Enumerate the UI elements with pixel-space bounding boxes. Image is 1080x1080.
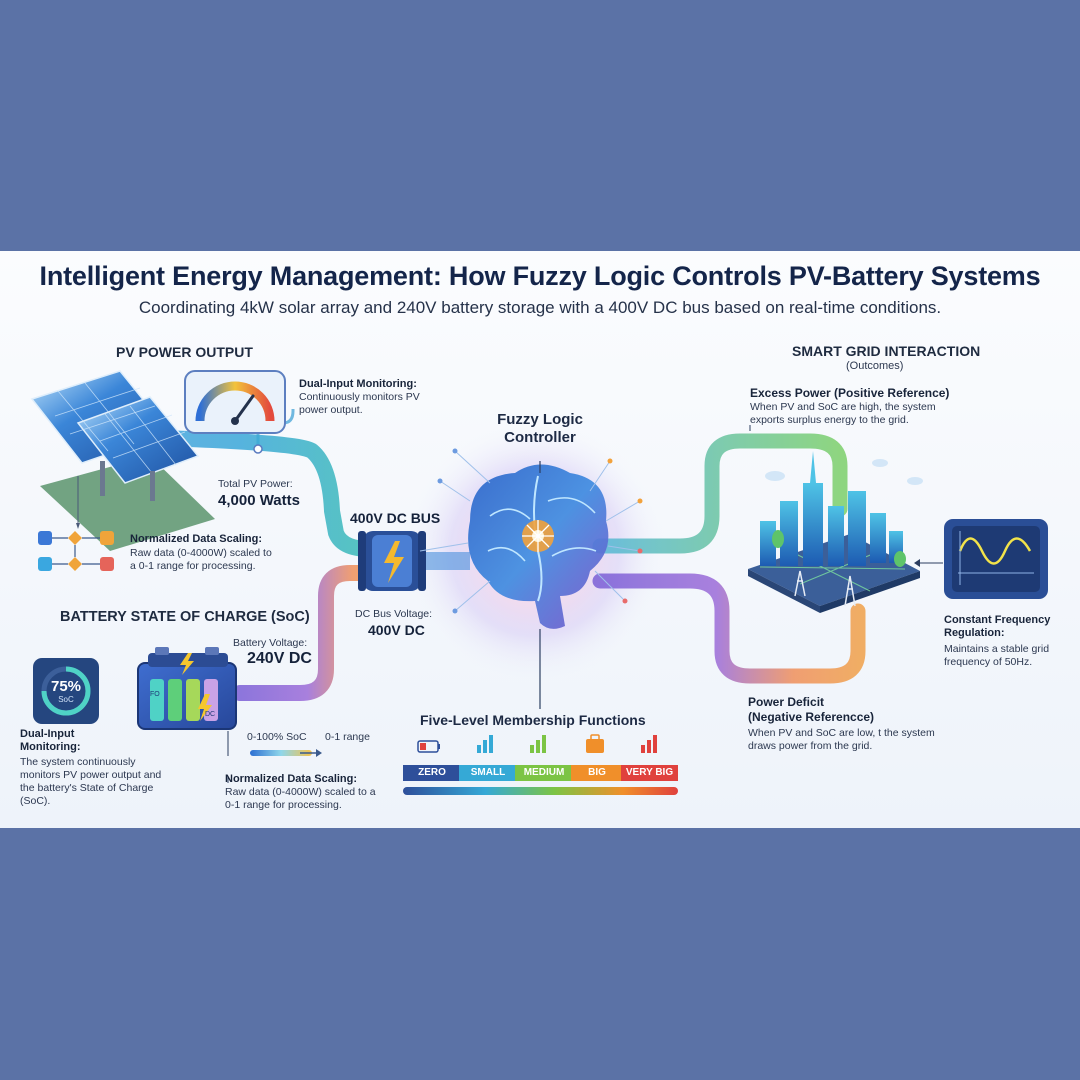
pv-monitor-title: Dual-Input Monitoring: bbox=[299, 378, 417, 390]
pv-total-label: Total PV Power: bbox=[218, 478, 293, 490]
membership-level-medium: MEDIUM bbox=[515, 765, 573, 781]
battery-cell-label-2: DC bbox=[205, 711, 216, 718]
pv-scaling-title: Normalized Data Scaling: bbox=[130, 533, 263, 545]
infographic-panel: Intelligent Energy Management: How Fuzzy… bbox=[0, 251, 1080, 828]
membership-icons bbox=[417, 734, 657, 753]
grid-heading: SMART GRID INTERACTION bbox=[792, 343, 981, 359]
range-to: 0-1 range bbox=[325, 731, 370, 743]
controller-label: Fuzzy Logic Controller bbox=[490, 411, 590, 447]
excess-text: When PV and SoC are high, the system exp… bbox=[750, 401, 936, 426]
membership-level-big: BIG bbox=[571, 765, 623, 781]
battery-voltage-label: Battery Voltage: bbox=[233, 637, 308, 649]
smart-city-graphic bbox=[748, 451, 923, 613]
battery-pipe bbox=[232, 565, 398, 701]
pv-monitor-text: Continuously monitors PV power output. bbox=[299, 391, 420, 416]
diagram-graphics bbox=[30, 370, 1048, 795]
grid-subheading: (Outcomes) bbox=[846, 360, 904, 372]
battery-cell-label-1: FO bbox=[150, 691, 160, 698]
soc-badge bbox=[33, 658, 99, 724]
membership-level-zero: ZERO bbox=[403, 765, 461, 781]
dc-bus-voltage-value: 400V DC bbox=[368, 622, 425, 638]
range-gradient-bar bbox=[250, 750, 312, 756]
dc-bus-label: 400V DC BUS bbox=[350, 510, 441, 526]
membership-level-small: SMALL bbox=[459, 765, 517, 781]
battery-voltage-value: 240V DC bbox=[247, 650, 312, 667]
controller-label-line2: Controller bbox=[504, 429, 576, 446]
brain-graphic bbox=[419, 448, 643, 709]
pv-pipe-main bbox=[87, 428, 398, 557]
dc-bus-connector bbox=[358, 531, 426, 591]
pv-scaling-text: Raw data (0-4000W) scaled to a 0-1 range… bbox=[130, 547, 272, 572]
membership-heading: Five-Level Membership Functions bbox=[420, 712, 646, 728]
range-from: 0-100% SoC bbox=[247, 731, 307, 743]
excess-title: Excess Power (Positive Reference) bbox=[750, 386, 950, 400]
data-scaling-icons bbox=[38, 531, 114, 571]
pv-gauge bbox=[184, 370, 286, 454]
battery-scaling-title: Normalized Data Scaling: bbox=[225, 773, 358, 785]
battery-scaling-text: Raw data (0-4000W) scaled to a 0-1 range… bbox=[225, 786, 376, 811]
soc-value: 75% bbox=[50, 678, 82, 695]
page-subtitle: Coordinating 4kW solar array and 240V ba… bbox=[138, 298, 942, 317]
soc-label: SoC bbox=[58, 695, 74, 704]
freq-title-2: Regulation: bbox=[944, 627, 1005, 639]
membership-gradient-bar bbox=[403, 787, 678, 795]
battery-monitor-text: The system continuously monitors PV powe… bbox=[20, 756, 162, 807]
deficit-pipe bbox=[592, 573, 866, 684]
battery-heading: BATTERY STATE OF CHARGE (SoC) bbox=[60, 609, 310, 625]
controller-label-line1: Fuzzy Logic bbox=[497, 411, 583, 428]
pv-heading: PV POWER OUTPUT bbox=[116, 344, 253, 360]
membership-level-very-big: VERY BIG bbox=[621, 765, 678, 781]
page-title: Intelligent Energy Management: How Fuzzy… bbox=[39, 261, 1041, 291]
dc-bus-voltage-label: DC Bus Voltage: bbox=[355, 608, 433, 620]
excess-pipe bbox=[592, 433, 848, 554]
deficit-text: When PV and SoC are low, t the system dr… bbox=[748, 727, 935, 752]
battery-monitor-title-2: Monitoring: bbox=[20, 741, 81, 753]
deficit-title-1: Power Deficit bbox=[748, 695, 825, 709]
deficit-title-2: (Negative Referencce) bbox=[748, 710, 875, 724]
pv-total-value: 4,000 Watts bbox=[218, 492, 300, 509]
freq-title-1: Constant Frequency bbox=[944, 614, 1051, 626]
battery-graphic bbox=[137, 647, 237, 783]
frequency-monitor bbox=[914, 519, 1048, 599]
freq-text: Maintains a stable grid frequency of 50H… bbox=[944, 643, 1050, 668]
solar-panel-graphic bbox=[30, 370, 215, 551]
battery-monitor-title-1: Dual-Input bbox=[20, 728, 75, 740]
